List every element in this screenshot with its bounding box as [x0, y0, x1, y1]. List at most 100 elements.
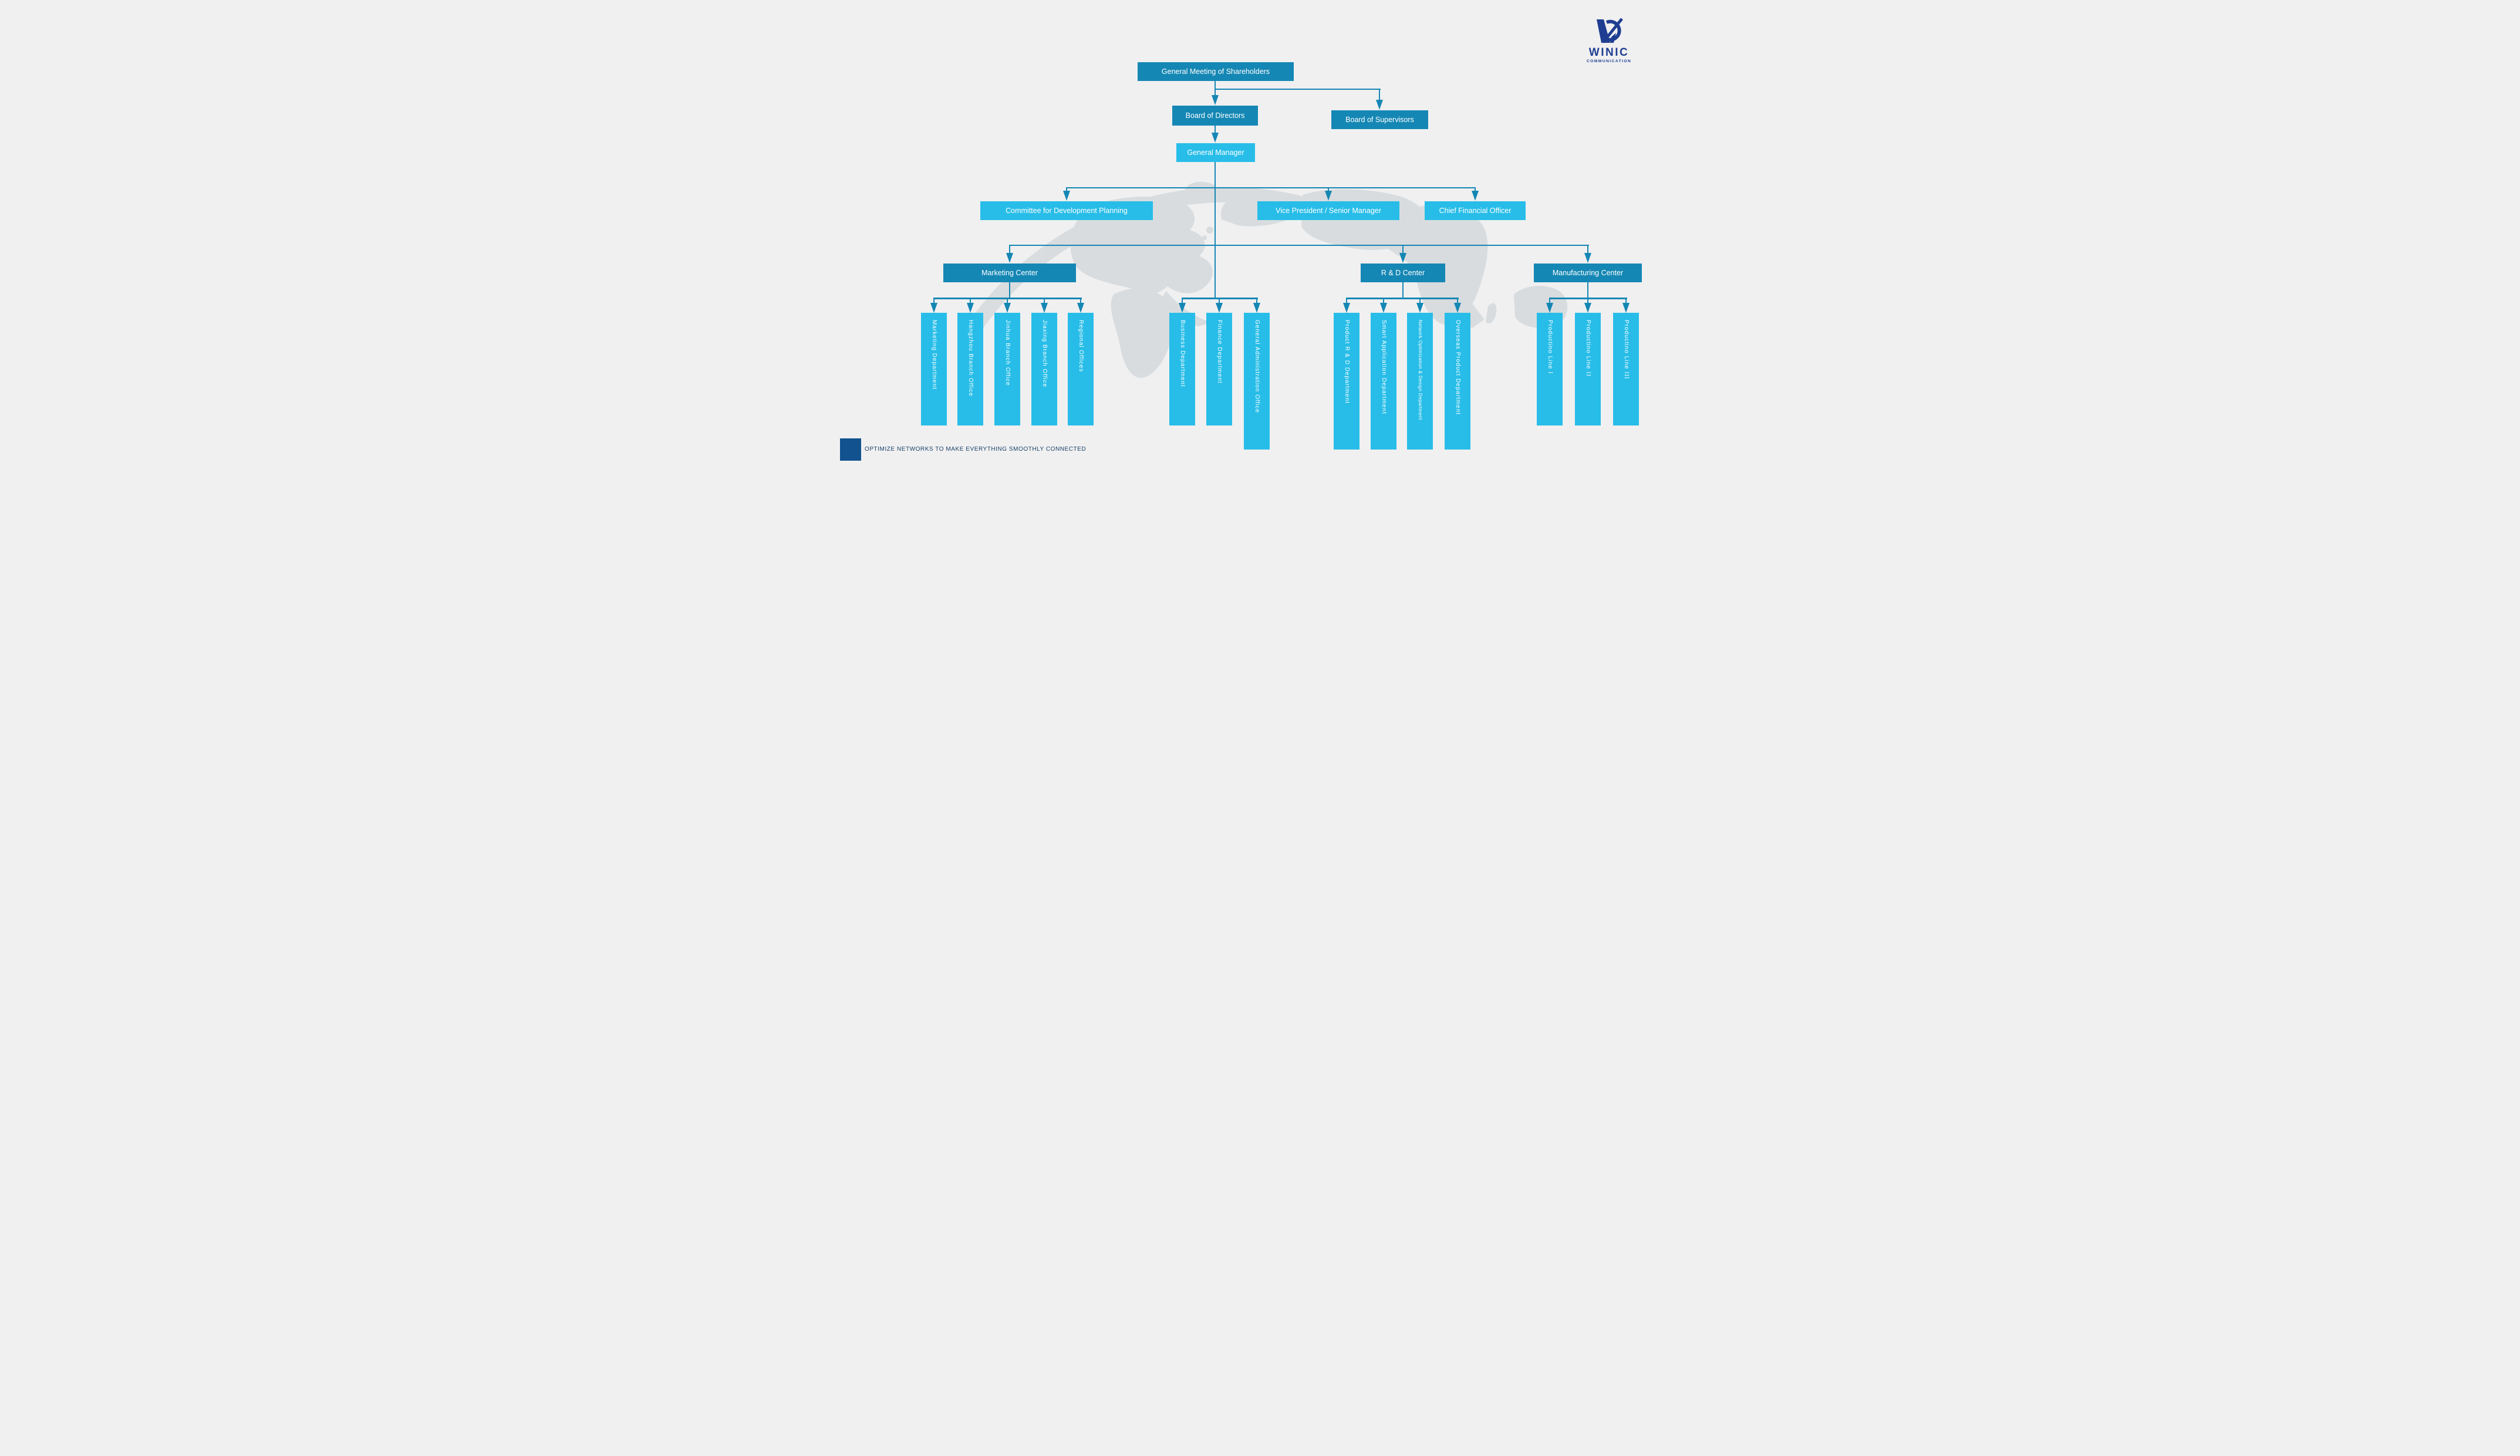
dept-box-finance-department: Finance Department — [1206, 313, 1232, 425]
dept-box-product-rd-department: Product R & D Department — [1334, 313, 1359, 450]
connector-line — [970, 299, 971, 304]
arrow-down-icon — [1343, 303, 1350, 313]
arrow-down-icon — [1212, 95, 1219, 105]
dept-box-general-administration-office: General Administration Office — [1244, 313, 1270, 450]
box-committee-for-development-planning: Committee for Development Planning — [980, 201, 1153, 220]
arrow-down-icon — [930, 303, 937, 313]
tagline-text: OPTIMIZE NETWORKS TO MAKE EVERYTHING SMO… — [865, 446, 1087, 452]
box-label: General Manager — [1187, 148, 1244, 157]
connector-line — [1009, 282, 1010, 299]
box-label: R & D Center — [1381, 269, 1425, 277]
arrow-down-icon — [1216, 303, 1223, 313]
connector-line — [1066, 187, 1067, 192]
winic-logo-mark-icon — [1597, 18, 1623, 43]
arrow-down-icon — [967, 303, 974, 313]
arrow-down-icon — [1584, 253, 1591, 263]
arrow-down-icon — [1376, 100, 1383, 110]
arrow-down-icon — [1622, 303, 1630, 313]
dept-label: Finance Department — [1216, 320, 1223, 384]
dept-box-jinhua-branch-office: Jinhua Branch Office — [994, 313, 1020, 425]
connector-line — [1379, 89, 1380, 101]
connector-line — [1457, 299, 1458, 304]
connector-line — [1383, 299, 1384, 304]
dept-box-smart-application-department: Smart Application Department — [1371, 313, 1396, 450]
connector-line — [1346, 299, 1347, 304]
connector-line — [933, 299, 935, 304]
box-label: Chief Financial Officer — [1439, 207, 1512, 215]
dept-label: Network Optimization & Design Department — [1418, 320, 1423, 420]
brand-logo: WINIC COMMUNICATION — [1577, 18, 1641, 64]
arrow-down-icon — [1179, 303, 1186, 313]
connector-line — [1625, 299, 1627, 304]
arrow-down-icon — [1212, 133, 1219, 143]
connector-line — [1256, 299, 1257, 304]
connector-line — [1402, 245, 1404, 254]
dept-box-hangzhou-branch-office: Hangzhou Branch Office — [957, 313, 983, 425]
connector-line — [1328, 187, 1329, 192]
dept-box-production-line-1: Productino Line I — [1537, 313, 1563, 425]
connector-line — [1066, 187, 1476, 188]
tagline-accent-square — [840, 438, 861, 461]
connector-line — [1009, 245, 1010, 254]
arrow-down-icon — [1380, 303, 1387, 313]
connector-line — [1182, 298, 1258, 299]
connector-line — [1587, 282, 1588, 299]
box-label: Manufacturing Center — [1552, 269, 1624, 277]
box-label: Committee for Development Planning — [1006, 207, 1128, 215]
box-label: Board of Directors — [1185, 112, 1245, 120]
box-marketing-center: Marketing Center — [943, 264, 1076, 282]
org-chart-canvas: General Meeting of Shareholders Board of… — [840, 0, 1680, 485]
connector-line — [1587, 245, 1588, 254]
connector-line — [1009, 245, 1589, 246]
connector-line — [1215, 80, 1216, 96]
connector-line — [1346, 298, 1459, 299]
box-label: Board of Supervisors — [1345, 116, 1414, 124]
arrow-down-icon — [1253, 303, 1260, 313]
dept-box-marketing-department: Marketing Department — [921, 313, 947, 425]
connector-line — [1215, 89, 1381, 90]
dept-label: Productino Line II — [1585, 320, 1591, 377]
dept-label: Product R & D Department — [1344, 320, 1350, 404]
dept-label: Productino Line I — [1547, 320, 1553, 374]
arrow-down-icon — [1454, 303, 1461, 313]
dept-box-production-line-3: Productino Line III — [1613, 313, 1639, 425]
dept-label: Productino Line III — [1623, 320, 1630, 380]
connector-line — [1475, 187, 1476, 192]
box-label: Vice President / Senior Manager — [1276, 207, 1381, 215]
brand-name: WINIC — [1588, 46, 1630, 59]
arrow-down-icon — [1584, 303, 1591, 313]
box-label: General Meeting of Shareholders — [1161, 67, 1270, 76]
arrow-down-icon — [1041, 303, 1048, 313]
dept-label: Regional Offices — [1078, 320, 1084, 373]
arrow-down-icon — [1399, 253, 1406, 263]
dept-label: Business Department — [1179, 320, 1186, 387]
connector-line — [1587, 299, 1588, 304]
arrow-down-icon — [1063, 191, 1070, 201]
connector-line — [1007, 299, 1008, 304]
connector-line — [1044, 299, 1045, 304]
dept-box-network-optimization-design-department: Network Optimization & Design Department — [1407, 313, 1433, 450]
connector-line — [933, 298, 1082, 299]
arrow-down-icon — [1006, 253, 1013, 263]
arrow-down-icon — [1325, 191, 1332, 201]
connector-line — [1549, 298, 1627, 299]
dept-box-jiaxing-branch-office: Jiaxing Branch Office — [1031, 313, 1057, 425]
arrow-down-icon — [1472, 191, 1479, 201]
dept-label: Overseas Product Department — [1455, 320, 1461, 415]
dept-label: Smart Application Department — [1381, 320, 1387, 414]
arrow-down-icon — [1546, 303, 1553, 313]
dept-box-production-line-2: Productino Line II — [1575, 313, 1601, 425]
box-vice-president-senior-manager: Vice President / Senior Manager — [1257, 201, 1399, 220]
brand-subtitle: COMMUNICATION — [1586, 59, 1632, 63]
box-general-manager: General Manager — [1176, 143, 1255, 162]
connector-line — [1215, 162, 1216, 299]
dept-label: Jiaxing Branch Office — [1041, 320, 1048, 388]
box-board-of-supervisors: Board of Supervisors — [1331, 110, 1428, 129]
box-chief-financial-officer: Chief Financial Officer — [1425, 201, 1526, 220]
dept-box-regional-offices: Regional Offices — [1068, 313, 1094, 425]
dept-box-business-department: Business Department — [1169, 313, 1195, 425]
connector-line — [1080, 299, 1081, 304]
connector-line — [1215, 126, 1216, 134]
dept-label: Hangzhou Branch Office — [967, 320, 974, 397]
connector-line — [1402, 282, 1404, 299]
